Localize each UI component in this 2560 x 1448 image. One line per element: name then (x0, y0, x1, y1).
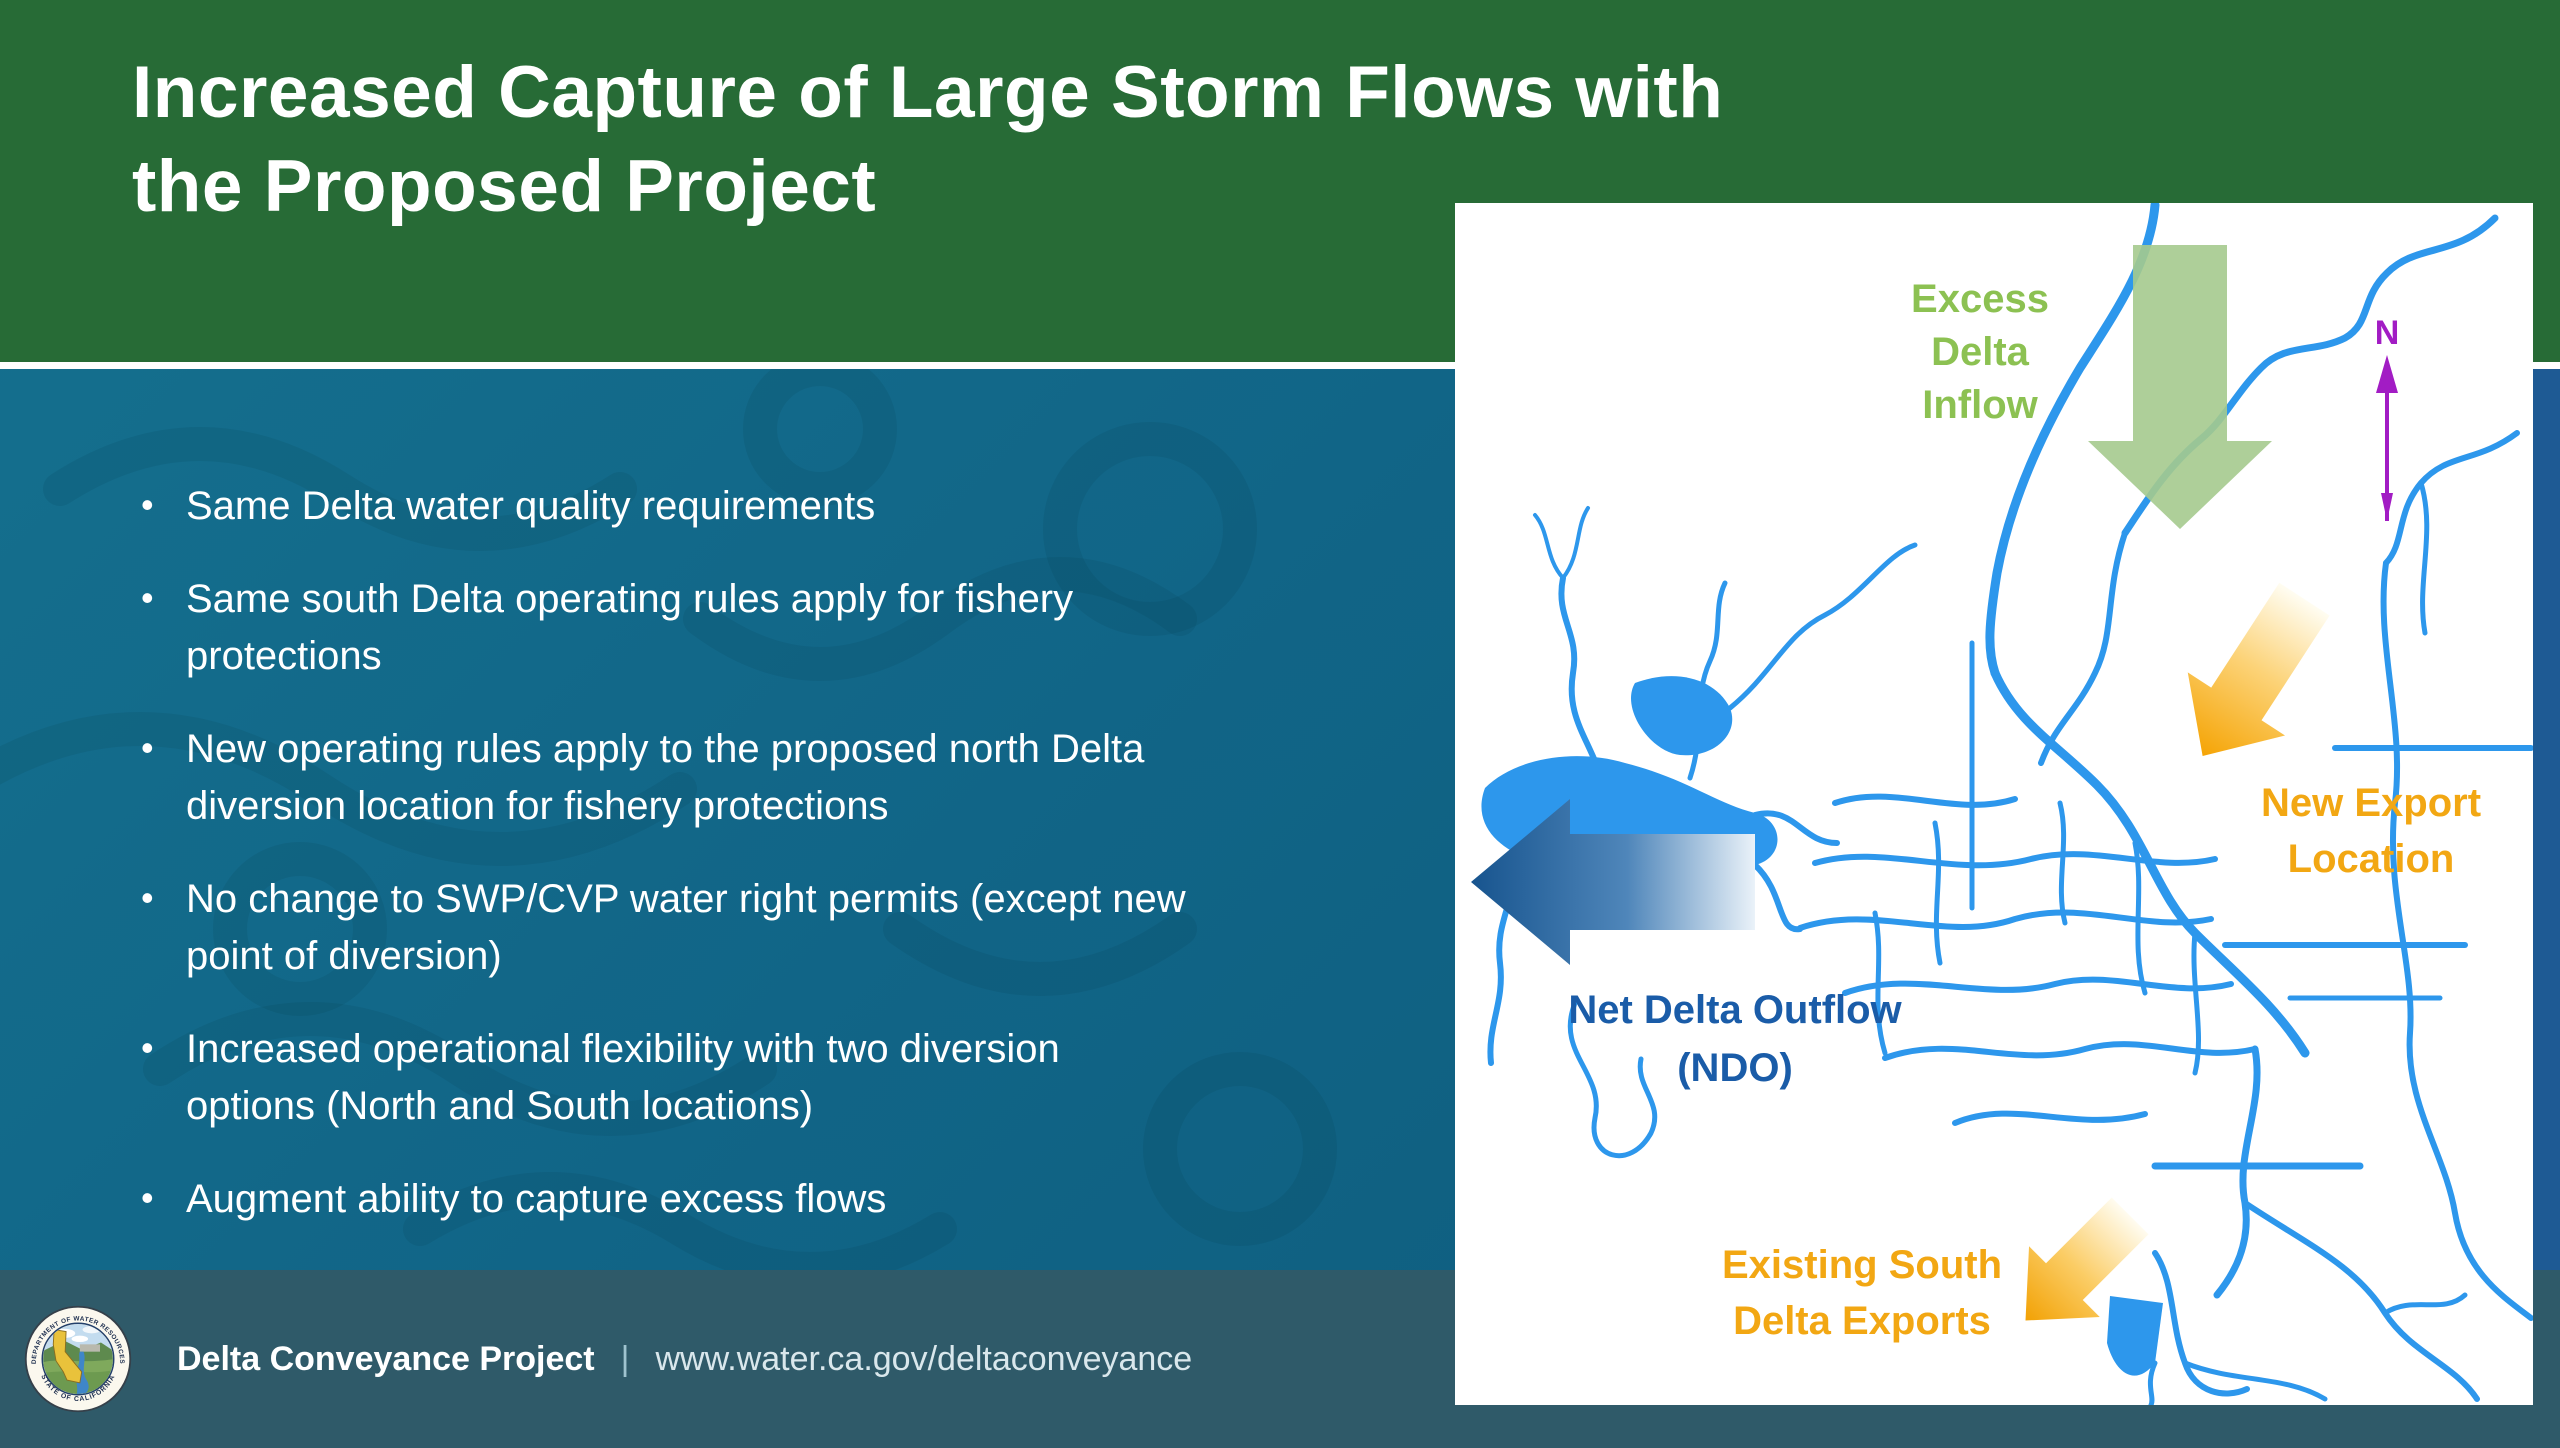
new-export-arrow-icon (2187, 582, 2330, 756)
title-line-2: the Proposed Project (132, 146, 877, 227)
net-delta-outflow-label: Net Delta Outflow (NDO) (1568, 988, 1902, 1090)
right-accent-bar (2533, 369, 2560, 1270)
delta-waterways-map (1471, 203, 2533, 1405)
north-compass-icon: N (2357, 315, 2417, 351)
footer-brand: Delta Conveyance Project (177, 1339, 595, 1378)
existing-south-delta-exports-label: Existing South Delta Exports (1722, 1243, 2002, 1343)
north-compass-needle (2376, 355, 2398, 521)
footer-url: www.water.ca.gov/deltaconveyance (655, 1339, 1193, 1378)
bullet-list: Same Delta water quality requirements Sa… (139, 476, 1259, 1264)
footer-divider: | (620, 1339, 630, 1378)
south-exports-arrow-icon (2025, 1197, 2149, 1321)
excess-inflow-arrow-icon (2088, 245, 2272, 529)
bullet-item: No change to SWP/CVP water right permits… (139, 869, 1197, 985)
net-delta-outflow-arrow-icon (1471, 799, 1755, 965)
bullet-item: Same Delta water quality requirements (139, 476, 1197, 535)
compass-n-label: N (2374, 314, 2400, 352)
page-title: Increased Capture of Large Storm Flows w… (132, 46, 2282, 234)
title-line-1: Increased Capture of Large Storm Flows w… (132, 52, 1724, 133)
excess-inflow-label: Excess Delta Inflow (1911, 277, 2049, 427)
bullet-item: Same south Delta operating rules apply f… (139, 569, 1197, 685)
footer-text: Delta Conveyance Project | www.water.ca.… (177, 1340, 1192, 1379)
new-export-location-label: New Export Location (2260, 781, 2482, 881)
bullet-item: New operating rules apply to the propose… (139, 719, 1197, 835)
river-network (1487, 203, 2533, 1405)
delta-map-panel: Excess Delta Inflow N New Export Locatio… (1455, 203, 2533, 1405)
dwr-seal-logo: DEPARTMENT OF WATER RESOURCES STATE OF C… (24, 1305, 132, 1413)
bullet-item: Augment ability to capture excess flows (139, 1169, 1197, 1228)
bullet-item: Increased operational flexibility with t… (139, 1019, 1197, 1135)
